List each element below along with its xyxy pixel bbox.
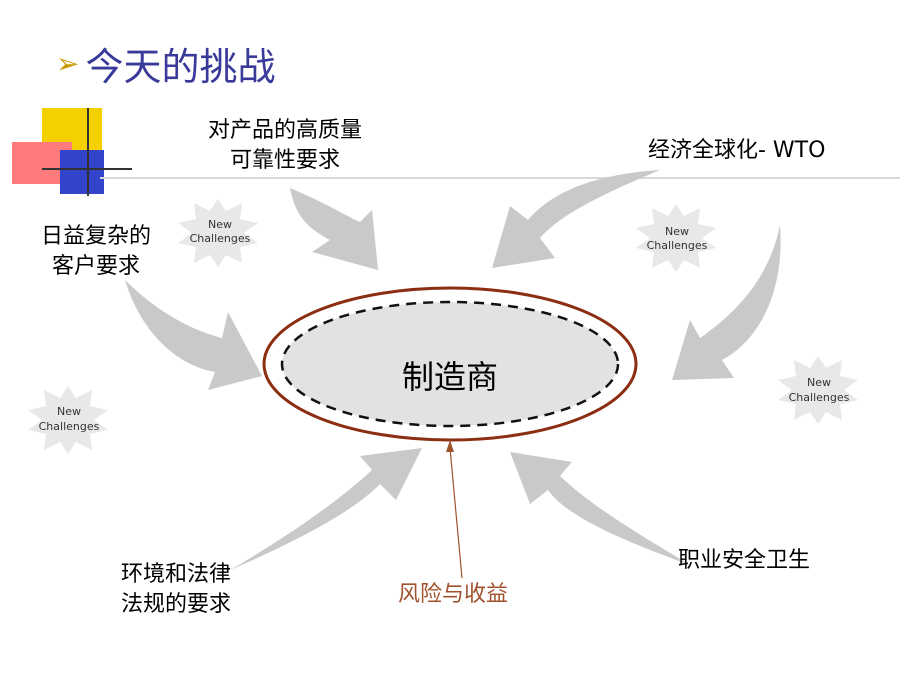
label-safety: 职业安全卫生 — [678, 548, 811, 573]
badge-1-line1: New — [208, 218, 232, 231]
label-customer-line2: 客户要求 — [51, 254, 140, 279]
arrow-bottom-right — [510, 452, 690, 565]
label-quality-line1: 对产品的高质量 — [207, 118, 362, 143]
label-customer: 日益复杂的 客户要求 — [26, 222, 166, 282]
label-globalization: 经济全球化- WTO — [648, 138, 826, 163]
page-title: ➢ 今天的挑战 — [56, 36, 275, 91]
label-environment: 环境和法律 法规的要求 — [106, 560, 246, 620]
title-underline — [100, 177, 900, 179]
badge-2-line2: Challenges — [647, 239, 708, 252]
label-environment-line1: 环境和法律 — [120, 562, 231, 587]
arrow-top-left — [290, 188, 378, 270]
center-label: 制造商 — [401, 358, 498, 396]
title-text: 今天的挑战 — [85, 45, 276, 89]
badge-star-3 — [778, 356, 858, 424]
risk-pointer-line — [449, 447, 463, 579]
badge-4-line1: New — [57, 405, 81, 418]
arrow-bottom-left — [230, 448, 422, 570]
arrow-top-right — [492, 170, 660, 268]
label-quality-line2: 可靠性要求 — [229, 148, 340, 173]
core-ellipse — [280, 300, 620, 428]
triangle-bullet-icon: ➢ — [56, 47, 80, 80]
arrow-right — [672, 225, 781, 380]
decor-squares — [12, 108, 132, 198]
badge-3-line2: Challenges — [789, 391, 850, 404]
label-customer-line1: 日益复杂的 — [40, 224, 151, 249]
label-environment-line2: 法规的要求 — [120, 592, 231, 617]
badge-3-line1: New — [807, 376, 831, 389]
badge-1-line2: Challenges — [190, 232, 251, 245]
badge-4-line2: Challenges — [39, 420, 100, 433]
badge-star-2 — [636, 204, 716, 272]
label-risk: 风险与收益 — [398, 582, 509, 607]
label-quality: 对产品的高质量 可靠性要求 — [190, 116, 380, 176]
badge-2-line1: New — [665, 225, 689, 238]
arrow-left — [125, 280, 262, 390]
risk-pointer-head — [446, 440, 454, 452]
